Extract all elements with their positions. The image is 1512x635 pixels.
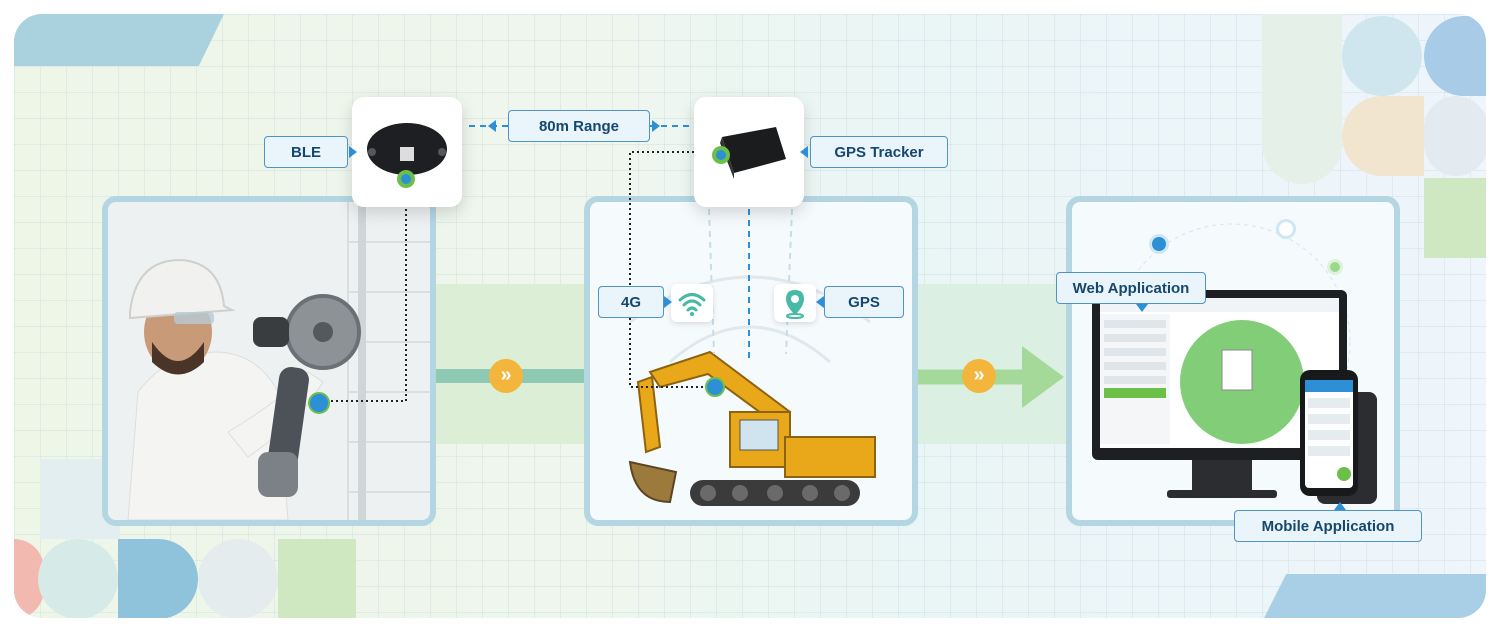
deco-right-green [1424, 178, 1486, 258]
tracker-attach-point [705, 377, 725, 397]
range-left-pointer [488, 120, 496, 132]
deco-bottom-left-circle [38, 539, 118, 618]
app-dot-white [1276, 219, 1296, 239]
ble-label: BLE [264, 136, 348, 168]
gps-tracker-pointer [800, 146, 808, 158]
excavator-panel [584, 196, 918, 526]
worker-photo-panel [102, 196, 436, 526]
web-application-label: Web Application [1056, 272, 1206, 304]
deco-bottom-left-blue [118, 539, 198, 618]
deco-top-right-grey [1424, 96, 1486, 176]
mobile-application-label: Mobile Application [1234, 510, 1422, 542]
deco-bottom-left-green [278, 539, 356, 618]
mobile-application-pointer [1334, 502, 1346, 510]
deco-bottom-right [1264, 574, 1486, 618]
ble-beacon-icon [367, 123, 447, 188]
applications-panel [1066, 196, 1400, 526]
wifi-signal-icon [671, 284, 713, 322]
apps-illustration [1092, 223, 1377, 504]
deco-top-right-beige [1342, 96, 1424, 176]
deco-top-left [14, 14, 224, 66]
gps-tracker-device-icon [712, 127, 786, 179]
chevron-right-icon: » [489, 359, 523, 393]
deco-bottom-left-grey [198, 539, 278, 618]
chevron-right-icon: » [962, 359, 996, 393]
app-dot-green [1327, 259, 1343, 275]
ble-label-pointer [349, 146, 357, 158]
map-pin-icon [774, 284, 816, 322]
app-dot-blue [1149, 234, 1169, 254]
cellular-pointer [664, 296, 672, 308]
gps-tracker-card [694, 97, 804, 207]
deco-top-right-strip [1262, 14, 1342, 184]
ble-device-card [352, 97, 462, 207]
deco-top-right-circle-1 [1342, 16, 1422, 96]
range-right-pointer [652, 120, 660, 132]
gps-label: GPS [824, 286, 904, 318]
excavator-illustration [628, 275, 876, 506]
range-label: 80m Range [508, 110, 650, 142]
diagram-canvas: » » [14, 14, 1486, 618]
cellular-label: 4G [598, 286, 664, 318]
ble-attach-point [308, 392, 330, 414]
web-application-pointer [1136, 304, 1148, 312]
flow-band-right [914, 284, 1084, 444]
worker-illustration [108, 202, 430, 520]
gps-pointer [816, 296, 824, 308]
deco-top-right-circle-2 [1424, 16, 1486, 96]
gps-tracker-label: GPS Tracker [810, 136, 948, 168]
